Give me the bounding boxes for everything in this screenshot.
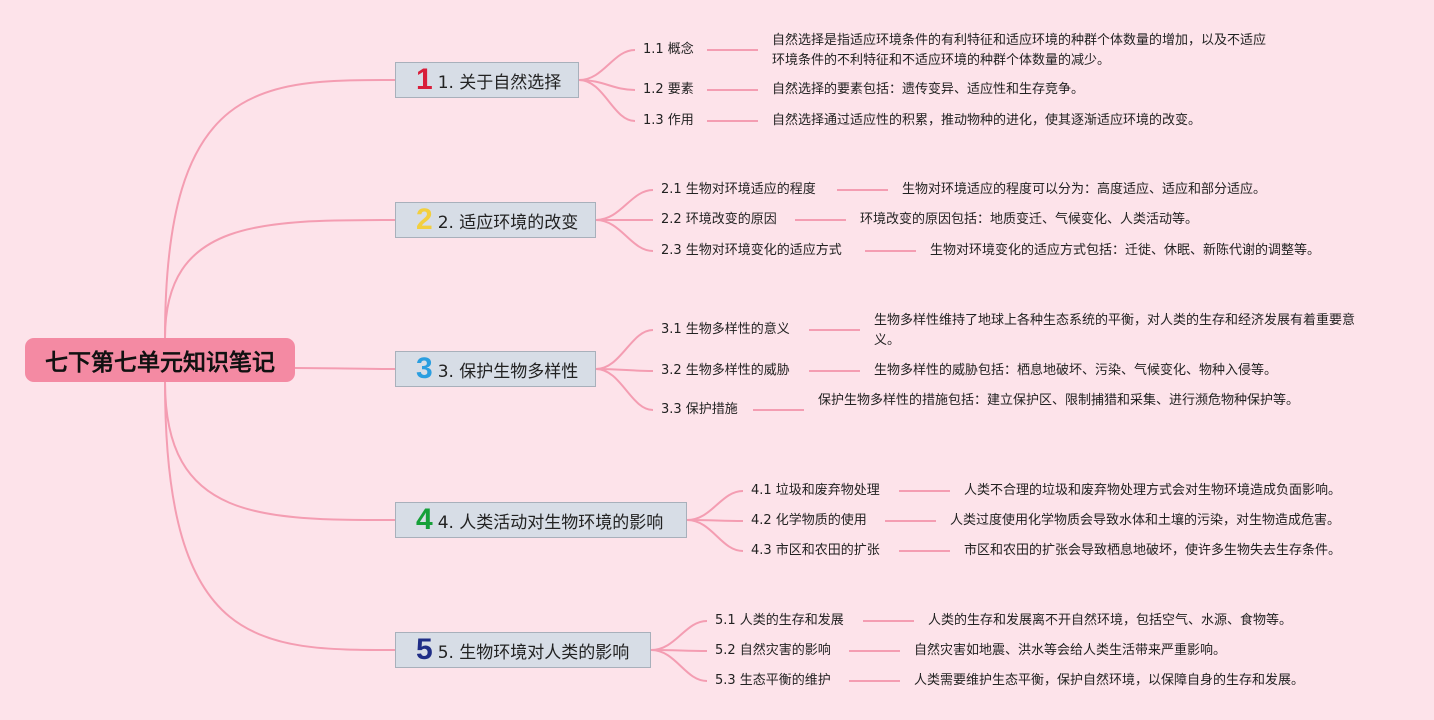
branch-topic-label: 3. 保护生物多样性 <box>437 361 579 382</box>
subtopic-5-2[interactable]: 5.2 自然灾害的影响 <box>715 643 831 658</box>
branch-topic-label: 5. 生物环境对人类的影响 <box>437 642 630 663</box>
subtopic-4-2[interactable]: 4.2 化学物质的使用 <box>751 513 867 528</box>
subtopic-2-2[interactable]: 2.2 环境改变的原因 <box>661 212 777 227</box>
subtopic-3-2-detail[interactable]: 生物多样性的威胁包括：栖息地破坏、污染、气候变化、物种入侵等。 <box>874 363 1278 378</box>
connector-root-to-branch-1 <box>164 79 396 339</box>
branch-topic-label: 1. 关于自然选择 <box>437 72 562 93</box>
connector-root-to-branch-4 <box>164 381 396 521</box>
connector-branch-4-to-sub-3 <box>686 519 744 552</box>
connector-branch-3-to-sub-1 <box>595 329 654 370</box>
subtopic-4-1-detail[interactable]: 人类不合理的垃圾和废弃物处理方式会对生物环境造成负面影响。 <box>964 483 1342 498</box>
number-1-icon: 1 <box>416 63 433 96</box>
connector-branch-5-to-sub-2 <box>650 649 708 652</box>
connector-branch-5-to-sub-3 <box>650 649 708 682</box>
connector-branch-3-to-sub-3 <box>595 368 654 411</box>
subtopic-1-2[interactable]: 1.2 要素 <box>643 82 694 97</box>
connector-branch-1-to-sub-2 <box>578 79 636 91</box>
connector-branch-1-to-sub-3 <box>578 79 636 122</box>
subtopic-1-2-detail[interactable]: 自然选择的要素包括：遗传变异、适应性和生存竞争。 <box>772 82 1085 97</box>
subtopic-4-1[interactable]: 4.1 垃圾和废弃物处理 <box>751 483 880 498</box>
subtopic-3-3[interactable]: 3.3 保护措施 <box>661 402 738 417</box>
subtopic-2-1-detail[interactable]: 生物对环境适应的程度可以分为：高度适应、适应和部分适应。 <box>902 182 1267 197</box>
root-topic-label: 七下第七单元知识笔记 <box>45 350 275 376</box>
connector-root-to-branch-3 <box>294 367 396 370</box>
subtopic-5-1-detail[interactable]: 人类的生存和发展离不开自然环境，包括空气、水源、食物等。 <box>928 613 1293 628</box>
connector-branch-2-to-sub-1 <box>595 189 654 221</box>
subtopic-5-2-detail[interactable]: 自然灾害如地震、洪水等会给人类生活带来严重影响。 <box>914 643 1227 658</box>
subtopic-4-3-detail[interactable]: 市区和农田的扩张会导致栖息地破坏，使许多生物失去生存条件。 <box>964 543 1342 558</box>
root-topic[interactable]: 七下第七单元知识笔记 <box>25 338 295 382</box>
number-5-icon: 5 <box>416 633 433 666</box>
connector-root-to-branch-5 <box>164 381 396 651</box>
number-3-icon: 3 <box>416 352 433 385</box>
connector-branch-3-to-sub-2 <box>595 368 654 372</box>
subtopic-2-2-detail[interactable]: 环境改变的原因包括：地质变迁、气候变化、人类活动等。 <box>860 212 1199 227</box>
subtopic-4-2-detail[interactable]: 人类过度使用化学物质会导致水体和土壤的污染，对生物造成危害。 <box>950 513 1341 528</box>
subtopic-3-2[interactable]: 3.2 生物多样性的威胁 <box>661 363 790 378</box>
branch-topic-label: 2. 适应环境的改变 <box>437 212 579 233</box>
connector-branch-1-to-sub-1 <box>578 49 636 81</box>
number-4-icon: 4 <box>416 503 433 536</box>
subtopic-2-3-detail[interactable]: 生物对环境变化的适应方式包括：迁徙、休眠、新陈代谢的调整等。 <box>930 243 1321 258</box>
connector-root-to-branch-2 <box>164 219 396 339</box>
subtopic-1-1[interactable]: 1.1 概念 <box>643 42 694 57</box>
connector-branch-2-to-sub-3 <box>595 219 654 252</box>
connector-branch-4-to-sub-1 <box>686 490 744 521</box>
subtopic-2-1[interactable]: 2.1 生物对环境适应的程度 <box>661 182 816 197</box>
subtopic-1-3-detail[interactable]: 自然选择通过适应性的积累，推动物种的进化，使其逐渐适应环境的改变。 <box>772 113 1202 128</box>
subtopic-2-3[interactable]: 2.3 生物对环境变化的适应方式 <box>661 243 842 258</box>
subtopic-5-1[interactable]: 5.1 人类的生存和发展 <box>715 613 844 628</box>
subtopic-1-3[interactable]: 1.3 作用 <box>643 113 694 128</box>
connector-branch-4-to-sub-2 <box>686 519 744 522</box>
subtopic-5-3[interactable]: 5.3 生态平衡的维护 <box>715 673 831 688</box>
subtopic-4-3[interactable]: 4.3 市区和农田的扩张 <box>751 543 880 558</box>
subtopic-3-1-detail[interactable]: 生物多样性维持了地球上各种生态系统的平衡，对人类的生存和经济发展有着重要意义。 <box>874 313 1356 348</box>
subtopic-3-3-detail[interactable]: 保护生物多样性的措施包括：建立保护区、限制捕猎和采集、进行濒危物种保护等。 <box>818 393 1300 408</box>
number-2-icon: 2 <box>416 203 433 236</box>
branch-topic-label: 4. 人类活动对生物环境的影响 <box>437 512 664 533</box>
subtopic-3-1[interactable]: 3.1 生物多样性的意义 <box>661 322 790 337</box>
subtopic-1-1-detail[interactable]: 自然选择是指适应环境条件的有利特征和适应环境的种群个体数量的增加，以及不适应环境… <box>772 33 1267 68</box>
subtopic-5-3-detail[interactable]: 人类需要维护生态平衡，保护自然环境，以保障自身的生存和发展。 <box>914 673 1305 688</box>
connector-branch-5-to-sub-1 <box>650 620 708 651</box>
